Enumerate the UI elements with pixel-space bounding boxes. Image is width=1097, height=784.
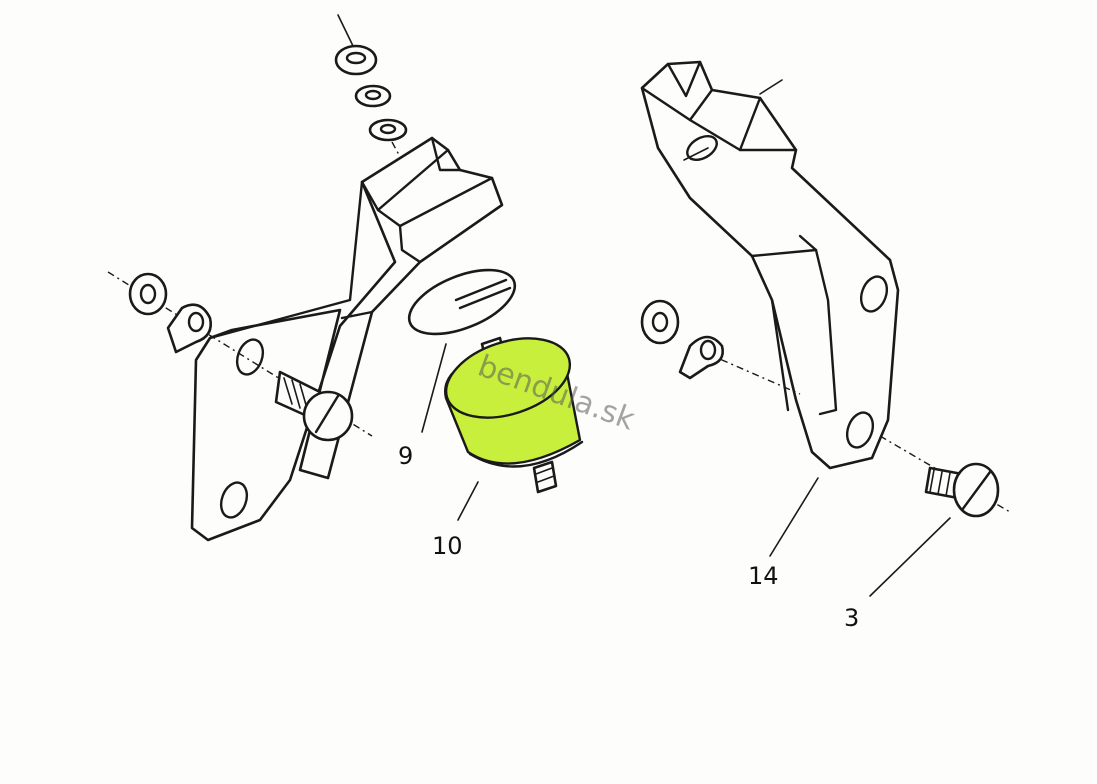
part-14-right-bracket — [640, 60, 900, 557]
top-washer-2 — [368, 118, 408, 142]
top-nut — [334, 44, 378, 76]
top-washer-1 — [354, 84, 392, 108]
right-tab-washer — [678, 335, 724, 380]
left-bracket — [107, 14, 504, 542]
right-nut — [640, 299, 680, 345]
callout-14-leader — [769, 477, 819, 557]
left-nut — [128, 272, 168, 316]
bracket-hole-upper — [859, 275, 889, 313]
part-10-rubber-mount — [444, 336, 584, 521]
bracket-hole-lower — [219, 481, 249, 519]
part-3-bolt — [869, 462, 1000, 597]
callout-9-leader — [421, 343, 447, 433]
callout-9: 9 — [398, 442, 413, 470]
part-9-washer — [407, 268, 517, 433]
callout-10: 10 — [432, 532, 463, 560]
callout-14: 14 — [748, 562, 779, 590]
bracket-hole-lower — [845, 411, 875, 449]
bracket-arm — [190, 136, 504, 542]
callout-10-leader — [457, 481, 479, 521]
callout-3: 3 — [844, 604, 859, 632]
bracket-leader-top — [759, 79, 783, 95]
bracket-plate — [640, 60, 900, 470]
callout-3-leader — [869, 517, 951, 597]
left-bolt — [274, 370, 354, 442]
left-tab-washer — [166, 303, 212, 354]
top-leader-line — [337, 14, 355, 49]
bracket-slot — [686, 135, 718, 161]
